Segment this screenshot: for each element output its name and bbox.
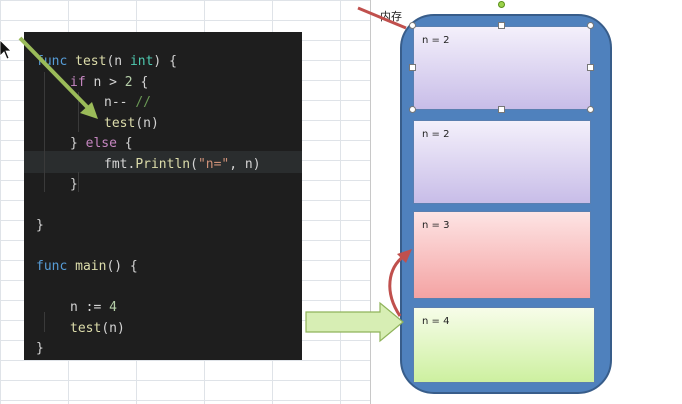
- code-token: func: [36, 259, 68, 274]
- stack-frame-label: n = 4: [422, 316, 450, 327]
- stack-frame-label: n = 3: [422, 220, 450, 231]
- code-line: }: [36, 216, 44, 236]
- code-token: fmt.: [104, 156, 136, 172]
- resize-handle[interactable]: [587, 22, 594, 29]
- code-token: main: [75, 259, 107, 274]
- call-arrow-head: [80, 102, 98, 119]
- code-editor-panel: func test(n int) {if n > 2 {n-- //test(n…: [24, 32, 302, 360]
- code-token: () {: [106, 259, 138, 274]
- code-line: fmt.Println("n=", n): [104, 155, 261, 175]
- code-token: }: [36, 341, 44, 356]
- code-token: 4: [109, 300, 117, 315]
- code-token: ) {: [153, 54, 177, 69]
- mouse-cursor-icon: [0, 39, 12, 60]
- code-token: n--: [104, 95, 136, 110]
- code-token: {: [116, 136, 133, 151]
- indent-guide: [44, 312, 45, 332]
- indent-guide: [44, 72, 45, 192]
- code-line: test(n): [70, 319, 125, 339]
- resize-handle[interactable]: [409, 106, 416, 113]
- resize-handle[interactable]: [587, 64, 594, 71]
- code-token: test: [70, 320, 102, 336]
- recursion-curve-arrow: [388, 254, 405, 317]
- code-token: test: [104, 115, 136, 131]
- code-token: (: [190, 156, 198, 172]
- code-line: func main() {: [36, 257, 138, 277]
- code-token: n >: [85, 74, 125, 90]
- code-token: test: [75, 54, 107, 69]
- code-token: int: [129, 54, 154, 69]
- stack-frame-label: n = 2: [422, 35, 450, 46]
- stack-frame-3[interactable]: n = 3: [413, 211, 591, 299]
- code-token: (n): [135, 115, 159, 131]
- stack-frame-label: n = 2: [422, 129, 450, 140]
- rotate-handle[interactable]: [498, 1, 505, 8]
- code-token: else: [85, 136, 117, 151]
- memory-pointer-line: [357, 6, 407, 30]
- code-line: }: [70, 175, 78, 195]
- recursion-curve-arrow-head: [397, 249, 412, 263]
- stack-frame-2[interactable]: n = 2: [413, 120, 591, 204]
- stack-frame-4[interactable]: n = 4: [413, 307, 595, 383]
- code-token: (n): [101, 320, 125, 336]
- code-token: 2: [124, 74, 133, 90]
- push-block-arrow: [305, 301, 404, 343]
- code-line: n := 4: [70, 298, 117, 318]
- indent-guide: [78, 92, 79, 132]
- resize-handle[interactable]: [409, 22, 416, 29]
- current-line-highlight: [24, 151, 302, 173]
- code-token: //: [135, 95, 151, 110]
- call-arrow: [18, 36, 94, 114]
- code-line: if n > 2 {: [70, 73, 148, 93]
- resize-handle[interactable]: [587, 106, 594, 113]
- resize-handle[interactable]: [409, 64, 416, 71]
- code-token: }: [70, 136, 86, 151]
- resize-handle[interactable]: [498, 106, 505, 113]
- code-line: } else {: [70, 134, 133, 154]
- code-line: n-- //: [104, 93, 151, 113]
- code-token: if: [70, 74, 86, 90]
- code-line: test(n): [104, 114, 159, 134]
- code-token: (n: [106, 54, 130, 69]
- code-token: Println: [135, 156, 191, 172]
- resize-handle[interactable]: [498, 22, 505, 29]
- code-token: {: [132, 74, 149, 90]
- code-line: }: [36, 339, 44, 359]
- indent-guide: [78, 172, 79, 192]
- code-token: , n): [229, 156, 261, 172]
- code-token: }: [36, 218, 44, 233]
- code-token: "n=": [197, 156, 230, 172]
- code-token: n :=: [70, 300, 110, 315]
- code-token: }: [70, 177, 78, 192]
